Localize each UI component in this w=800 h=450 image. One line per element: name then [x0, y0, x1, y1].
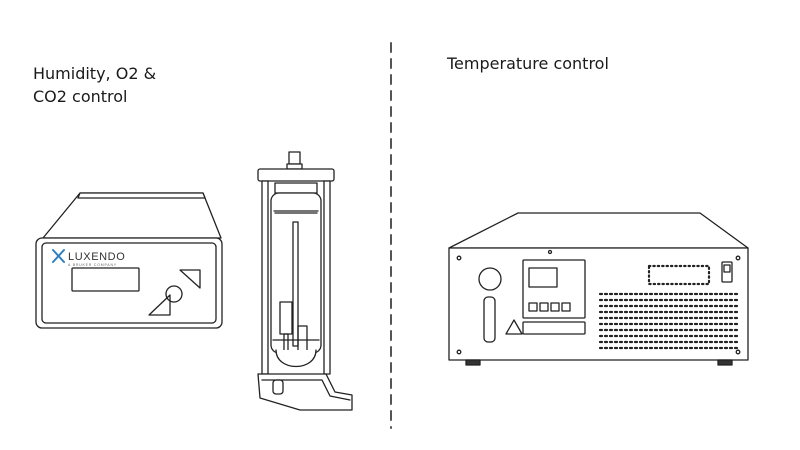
control-button [528, 302, 538, 312]
luxendo-brand: LUXENDO [68, 251, 125, 263]
humidifier-device [257, 151, 353, 411]
luxendo-logo: LUXENDO A BRUKER COMPANY [52, 249, 125, 267]
gas-controller-device: LUXENDO A BRUKER COMPANY [35, 192, 223, 329]
control-button [539, 302, 549, 312]
foot [465, 359, 481, 366]
controller-display [71, 267, 140, 292]
tube-port [483, 296, 496, 343]
top-vent-grille [647, 264, 711, 286]
up-arrow-button-icon [179, 269, 201, 289]
power-knob [478, 267, 502, 291]
power-switch [721, 261, 733, 283]
round-button-icon [165, 285, 183, 303]
side-vent-grille [598, 292, 742, 350]
temperature-controller-device [448, 212, 749, 366]
control-button [550, 302, 560, 312]
humidity-o2-co2-caption: Humidity, O2 & CO2 control [33, 64, 157, 106]
warning-triangle-icon [505, 319, 523, 335]
control-button [561, 302, 571, 312]
luxendo-tagline: A BRUKER COMPANY [68, 263, 117, 267]
temperature-display [528, 267, 558, 288]
foot [717, 359, 733, 366]
temperature-control-caption: Temperature control [447, 54, 609, 73]
down-arrow-button-icon [148, 294, 171, 316]
